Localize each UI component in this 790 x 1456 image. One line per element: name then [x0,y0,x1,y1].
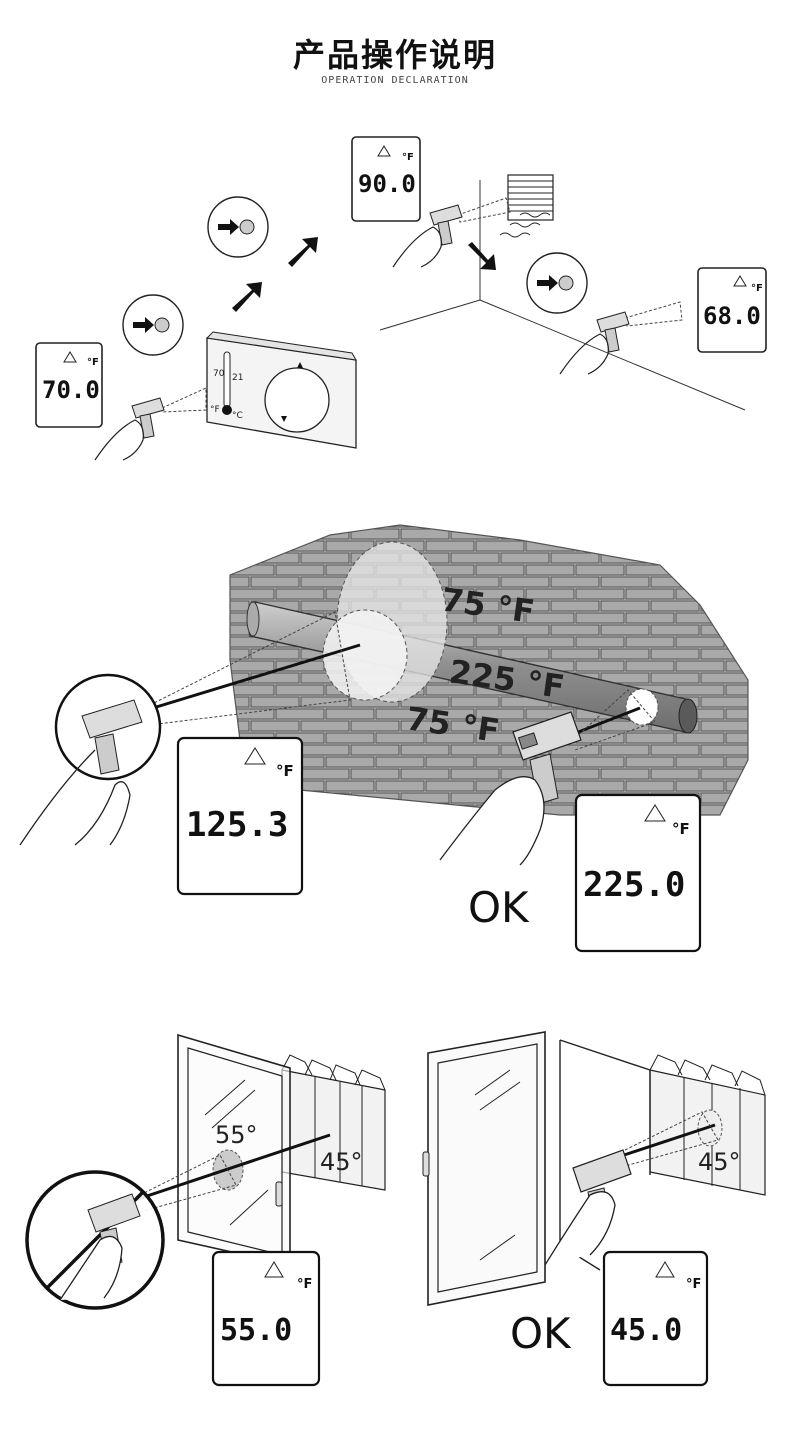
laser-warning-icon [377,145,391,157]
thermostat-f-unit: °F [210,405,220,415]
display-unit: °F [276,762,294,780]
scene-glass-door-correct: 45° °F 45.0 OK [422,1031,766,1387]
display-unit: °F [686,1277,701,1292]
wall-thermostat: 70 21 °F °C [205,331,357,449]
laser-warning-icon [244,747,266,765]
display-reading: 55.0 [220,1313,292,1348]
display-reading: 70.0 [42,376,100,404]
lcd-display: °F 55.0 [211,1250,321,1387]
laser-warning-icon [733,275,747,287]
lcd-display: °F 90.0 [351,136,421,222]
thermometer-gun-icon [439,711,582,866]
display-reading: 68.0 [703,302,761,330]
laser-warning-icon [63,351,77,363]
laser-warning-icon [264,1261,284,1278]
trigger-press-icon [207,196,269,258]
thermometer-gun-icon [392,204,463,268]
incorrect-distance-icon [19,673,162,846]
thermometer-gun-icon [544,1149,632,1266]
display-reading: 45.0 [610,1313,682,1348]
ok-label: OK [468,883,530,932]
page-title: 产品操作说明 [292,36,497,74]
thermometer-gun-icon [94,397,165,461]
display-unit: °F [87,357,99,368]
display-unit: °F [402,152,414,163]
scene-pipe-in-wall: 75 °F 225 °F 75 °F °F 125.3 [19,524,749,953]
display-reading: 225.0 [583,865,685,905]
thermostat-f-label: 70 [213,369,225,379]
trigger-press-icon [526,252,588,314]
carton-temp-label: 45° [320,1148,363,1176]
scene-room-measurement: 70 21 °F °C °F 70.0 [35,136,767,461]
page-subtitle: OPERATION DECLARATION [321,75,469,86]
lcd-display: °F 125.3 [176,736,304,896]
arrow-icon [232,282,262,312]
lcd-display: °F 225.0 [574,793,702,953]
thermostat-c-unit: °C [232,411,243,421]
lcd-display: °F 70.0 [35,342,103,428]
scene-glass-door-wrong: 55° 45° °F 55.0 [25,1033,386,1387]
display-reading: 90.0 [358,170,416,198]
ok-label: OK [510,1309,572,1358]
display-reading: 125.3 [186,805,288,845]
display-unit: °F [297,1277,312,1292]
door-handle [275,1181,283,1207]
arrow-icon [288,237,318,267]
lcd-display: °F 68.0 [697,267,767,353]
laser-warning-icon [655,1261,675,1278]
display-unit: °F [751,283,763,294]
display-unit: °F [672,820,690,838]
carton-temp-label: 45° [698,1148,741,1176]
lcd-display: °F 45.0 [602,1250,709,1387]
air-vent [499,174,554,238]
trigger-press-icon [122,294,184,356]
milk-cartons [281,1054,386,1191]
thermometer-gun-icon [559,311,630,375]
glass-temp-label: 55° [215,1121,258,1149]
incorrect-distance-icon [25,1170,165,1310]
door-handle [422,1151,430,1177]
arrow-icon [468,242,496,270]
laser-warning-icon [644,804,666,822]
thermostat-c-label: 21 [232,373,243,383]
